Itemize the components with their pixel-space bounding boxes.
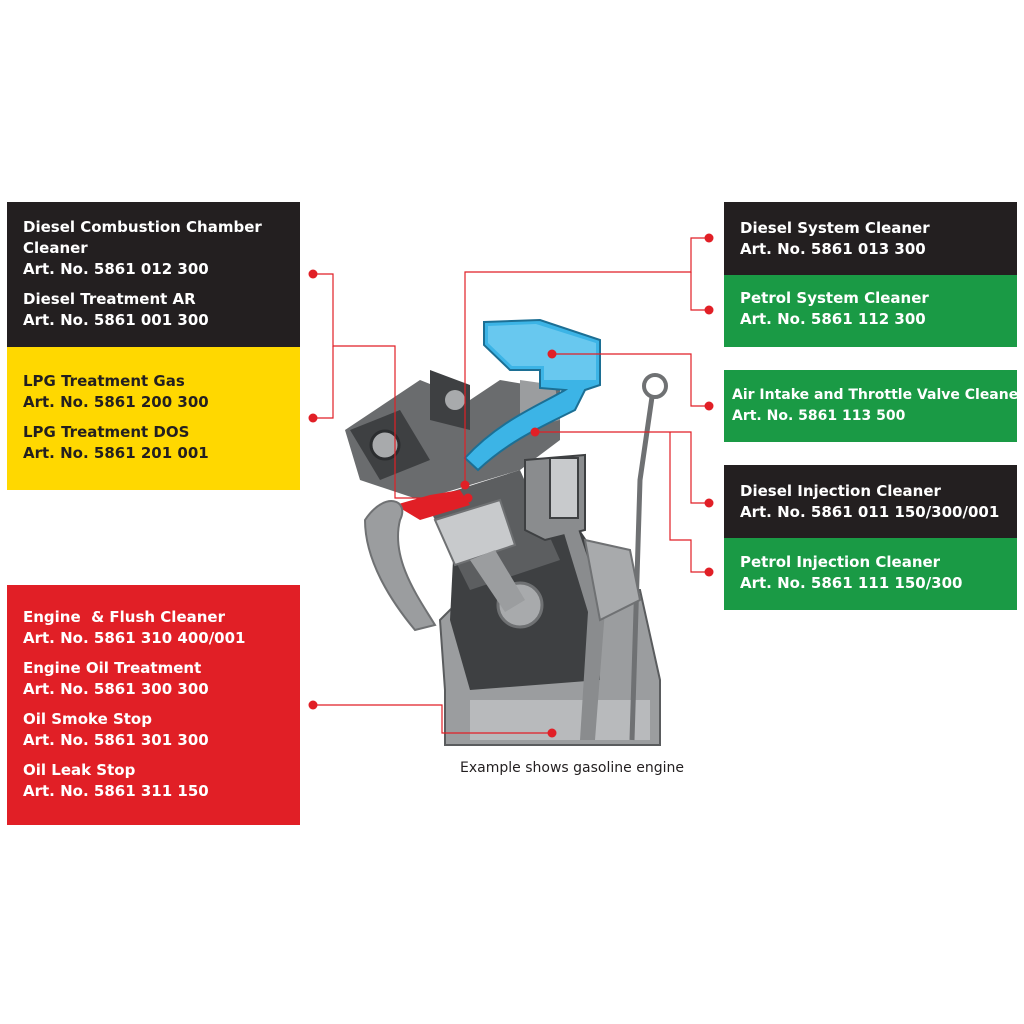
panel-diesel-combustion: Diesel Combustion Chamber Cleaner Art. N… xyxy=(7,202,300,347)
product-name: Engine & Flush Cleaner xyxy=(23,608,225,626)
product-name: LPG Treatment Gas xyxy=(23,372,185,390)
article-number: Art. No. 5861 200 300 xyxy=(23,393,209,411)
leader-diesel-combustion xyxy=(313,273,468,499)
dot-petrol-injection xyxy=(704,567,714,577)
product-diesel-system-cleaner: Diesel System Cleaner Art. No. 5861 013 … xyxy=(740,218,1001,260)
product-air-intake-throttle-valve-cleaner: Air Intake and Throttle Valve Cleaner Ar… xyxy=(732,385,1024,427)
article-number: Art. No. 5861 113 500 xyxy=(732,408,906,424)
panel-diesel-injection: Diesel Injection Cleaner Art. No. 5861 0… xyxy=(724,465,1017,538)
product-diesel-combustion-chamber-cleaner: Diesel Combustion Chamber Cleaner Art. N… xyxy=(23,217,284,280)
product-name: LPG Treatment DOS xyxy=(23,423,190,441)
product-engine-oil-treatment: Engine Oil Treatment Art. No. 5861 300 3… xyxy=(23,658,284,700)
panel-petrol-injection: Petrol Injection Cleaner Art. No. 5861 1… xyxy=(724,538,1017,610)
article-number: Art. No. 5861 311 150 xyxy=(23,782,209,800)
article-number: Art. No. 5861 201 001 xyxy=(23,444,209,462)
product-lpg-treatment-dos: LPG Treatment DOS Art. No. 5861 201 001 xyxy=(23,422,284,464)
article-number: Art. No. 5861 111 150/300 xyxy=(740,574,963,592)
target-fuel-system xyxy=(460,480,470,490)
dot-lpg xyxy=(308,413,318,423)
leader-petrol-system xyxy=(690,272,709,311)
product-petrol-injection-cleaner: Petrol Injection Cleaner Art. No. 5861 1… xyxy=(740,552,1001,594)
article-number: Art. No. 5861 011 150/300/001 xyxy=(740,503,1000,521)
dot-diesel-system xyxy=(704,233,714,243)
article-number: Art. No. 5861 012 300 xyxy=(23,260,209,278)
product-name: Diesel System Cleaner xyxy=(740,219,930,237)
leader-oil xyxy=(313,704,552,734)
panel-lpg: LPG Treatment Gas Art. No. 5861 200 300 … xyxy=(7,347,300,490)
product-name: Air Intake and Throttle Valve Cleaner xyxy=(732,387,1024,403)
product-name: Diesel Injection Cleaner xyxy=(740,482,941,500)
target-combustion xyxy=(463,493,473,503)
product-petrol-system-cleaner: Petrol System Cleaner Art. No. 5861 112 … xyxy=(740,288,1001,330)
product-diesel-injection-cleaner: Diesel Injection Cleaner Art. No. 5861 0… xyxy=(740,481,1001,523)
panel-air-intake: Air Intake and Throttle Valve Cleaner Ar… xyxy=(724,370,1024,442)
product-oil-leak-stop: Oil Leak Stop Art. No. 5861 311 150 xyxy=(23,760,284,802)
panel-oil: Engine & Flush Cleaner Art. No. 5861 310… xyxy=(7,585,300,825)
leader-petrol-injection xyxy=(669,432,709,573)
product-engine-flush-cleaner: Engine & Flush Cleaner Art. No. 5861 310… xyxy=(23,607,284,649)
target-air-intake xyxy=(547,349,557,359)
product-name: Engine Oil Treatment xyxy=(23,659,202,677)
panel-petrol-system: Petrol System Cleaner Art. No. 5861 112 … xyxy=(724,275,1017,347)
target-oil-pan xyxy=(547,728,557,738)
target-injection xyxy=(530,427,540,437)
product-oil-smoke-stop: Oil Smoke Stop Art. No. 5861 301 300 xyxy=(23,709,284,751)
article-number: Art. No. 5861 300 300 xyxy=(23,680,209,698)
dot-diesel-combustion xyxy=(308,269,318,279)
leader-lines xyxy=(313,237,709,734)
dot-oil xyxy=(308,700,318,710)
leader-air-intake xyxy=(552,353,709,407)
product-name: Petrol Injection Cleaner xyxy=(740,553,941,571)
article-number: Art. No. 5861 013 300 xyxy=(740,240,926,258)
article-number: Art. No. 5861 301 300 xyxy=(23,731,209,749)
dot-petrol-system xyxy=(704,305,714,315)
product-name: Diesel Treatment AR xyxy=(23,290,196,308)
dot-diesel-injection xyxy=(704,498,714,508)
article-number: Art. No. 5861 112 300 xyxy=(740,310,926,328)
article-number: Art. No. 5861 001 300 xyxy=(23,311,209,329)
leader-lpg xyxy=(313,346,334,419)
engine-illustration xyxy=(345,318,668,746)
dot-air-intake xyxy=(704,401,714,411)
leader-dots xyxy=(308,233,714,738)
product-name: Oil Smoke Stop xyxy=(23,710,152,728)
diagram-caption: Example shows gasoline engine xyxy=(460,760,684,776)
product-name: Petrol System Cleaner xyxy=(740,289,929,307)
article-number: Art. No. 5861 310 400/001 xyxy=(23,629,246,647)
product-name: Diesel Combustion Chamber Cleaner xyxy=(23,218,262,257)
product-name: Oil Leak Stop xyxy=(23,761,136,779)
product-lpg-treatment-gas: LPG Treatment Gas Art. No. 5861 200 300 xyxy=(23,371,284,413)
leader-diesel-injection xyxy=(535,431,709,504)
panel-diesel-system: Diesel System Cleaner Art. No. 5861 013 … xyxy=(724,202,1017,275)
product-diesel-treatment-ar: Diesel Treatment AR Art. No. 5861 001 30… xyxy=(23,289,284,331)
